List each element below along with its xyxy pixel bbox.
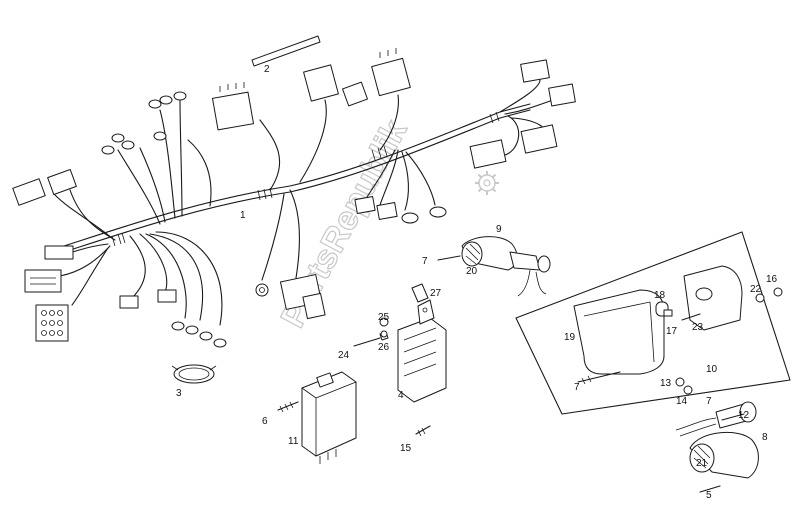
- harness-connectors: [12, 48, 576, 348]
- callout-24: 24: [338, 350, 350, 361]
- callout-20: 20: [466, 266, 478, 277]
- callout-11: 11: [288, 436, 299, 447]
- rear-turn-signal: [675, 401, 759, 493]
- callout-1: 1: [240, 210, 246, 221]
- callout-17: 17: [666, 326, 678, 337]
- callout-5: 5: [706, 490, 712, 501]
- callout-21: 21: [696, 458, 708, 469]
- callout-9: 9: [496, 224, 502, 235]
- callout-16: 16: [766, 274, 778, 285]
- callout-7-tail: 7: [574, 382, 580, 393]
- harness-sleeve: [251, 35, 321, 67]
- cable-clamp: [171, 364, 217, 384]
- front-turn-signal: [437, 236, 551, 297]
- callout-10: 10: [706, 364, 718, 375]
- callout-4: 4: [398, 390, 404, 401]
- callout-labels: 1 2 3 4 5 6 7 7 7 8 9 10 11 12 13 14 15 …: [176, 64, 778, 501]
- flasher-relay: [301, 371, 357, 464]
- callout-3: 3: [176, 388, 182, 399]
- callout-2: 2: [264, 64, 270, 75]
- callout-14: 14: [676, 396, 688, 407]
- main-wiring-harness: [54, 79, 561, 326]
- horn-screw: [415, 425, 431, 437]
- relay-mounting-screws: [353, 317, 389, 347]
- callout-15: 15: [400, 443, 412, 454]
- callout-25: 25: [378, 312, 390, 323]
- callout-13: 13: [660, 378, 672, 389]
- horn-unit: [397, 299, 447, 403]
- terminal-clip: [411, 283, 429, 303]
- callout-7-front: 7: [422, 256, 428, 267]
- callout-6: 6: [262, 416, 268, 427]
- callout-7-rear: 7: [706, 396, 712, 407]
- tail-light-assembly: [515, 231, 791, 415]
- callout-23: 23: [692, 322, 704, 333]
- callout-26: 26: [378, 342, 390, 353]
- gear-icon: [475, 171, 499, 195]
- callout-12: 12: [738, 410, 750, 421]
- callout-22: 22: [750, 284, 762, 295]
- callout-18: 18: [654, 290, 666, 301]
- callout-27: 27: [430, 288, 442, 299]
- relay-screw: [277, 401, 299, 413]
- callout-8: 8: [762, 432, 768, 443]
- callout-19: 19: [564, 332, 576, 343]
